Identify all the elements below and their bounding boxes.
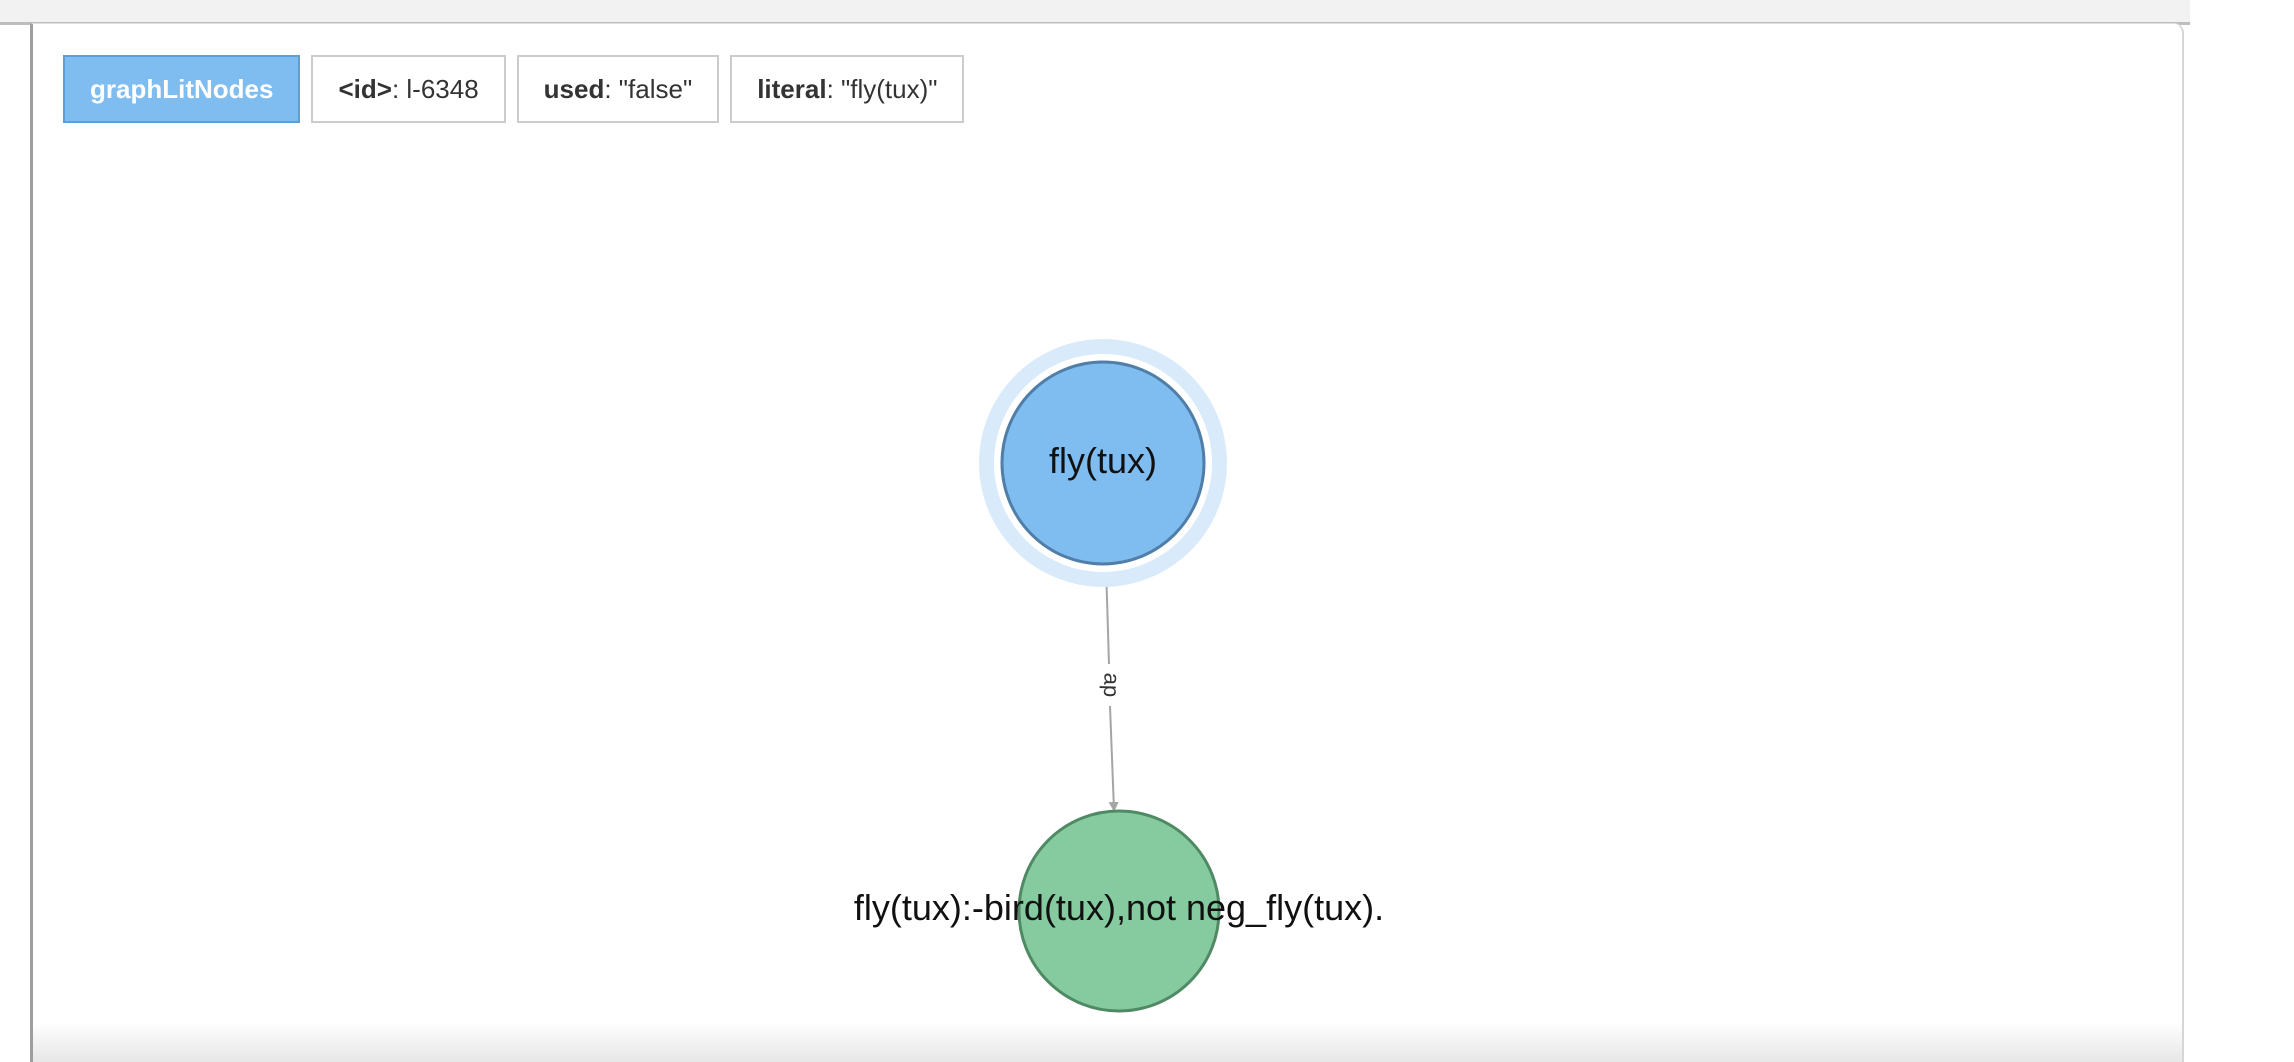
node-caption: fly(tux) [1049, 440, 1157, 481]
node-caption: fly(tux):-bird(tux),not neg_fly(tux). [854, 887, 1384, 928]
property-chip-used[interactable]: used: "false" [516, 55, 720, 123]
node-literal-fly-tux[interactable]: fly(tux) [979, 339, 1227, 587]
edge-line-lower [1108, 705, 1119, 812]
property-key: <id> [338, 73, 392, 104]
property-chip-literal[interactable]: literal: "fly(tux)" [730, 55, 965, 123]
property-value: : "fly(tux)" [826, 73, 938, 104]
node-label-chip[interactable]: graphLitNodes [63, 55, 301, 123]
inspector-properties-bar: graphLitNodes <id>: l-6348 used: "false"… [63, 55, 965, 123]
node-circle [1017, 809, 1221, 1013]
property-value: : "false" [604, 73, 693, 104]
bottom-fade [33, 1022, 2182, 1062]
property-key: used [543, 73, 605, 104]
property-key: literal [757, 73, 827, 104]
node-label-text: graphLitNodes [90, 73, 274, 104]
node-rule-fly-tux[interactable]: fly(tux):-bird(tux),not neg_fly(tux). [854, 809, 1384, 1013]
edge-caption: ap [1099, 672, 1125, 697]
property-chip-id[interactable]: <id>: l-6348 [311, 55, 506, 123]
property-value: : l-6348 [391, 73, 479, 104]
relationship-ap[interactable]: ap [1099, 565, 1125, 812]
node-circle [1000, 360, 1206, 566]
